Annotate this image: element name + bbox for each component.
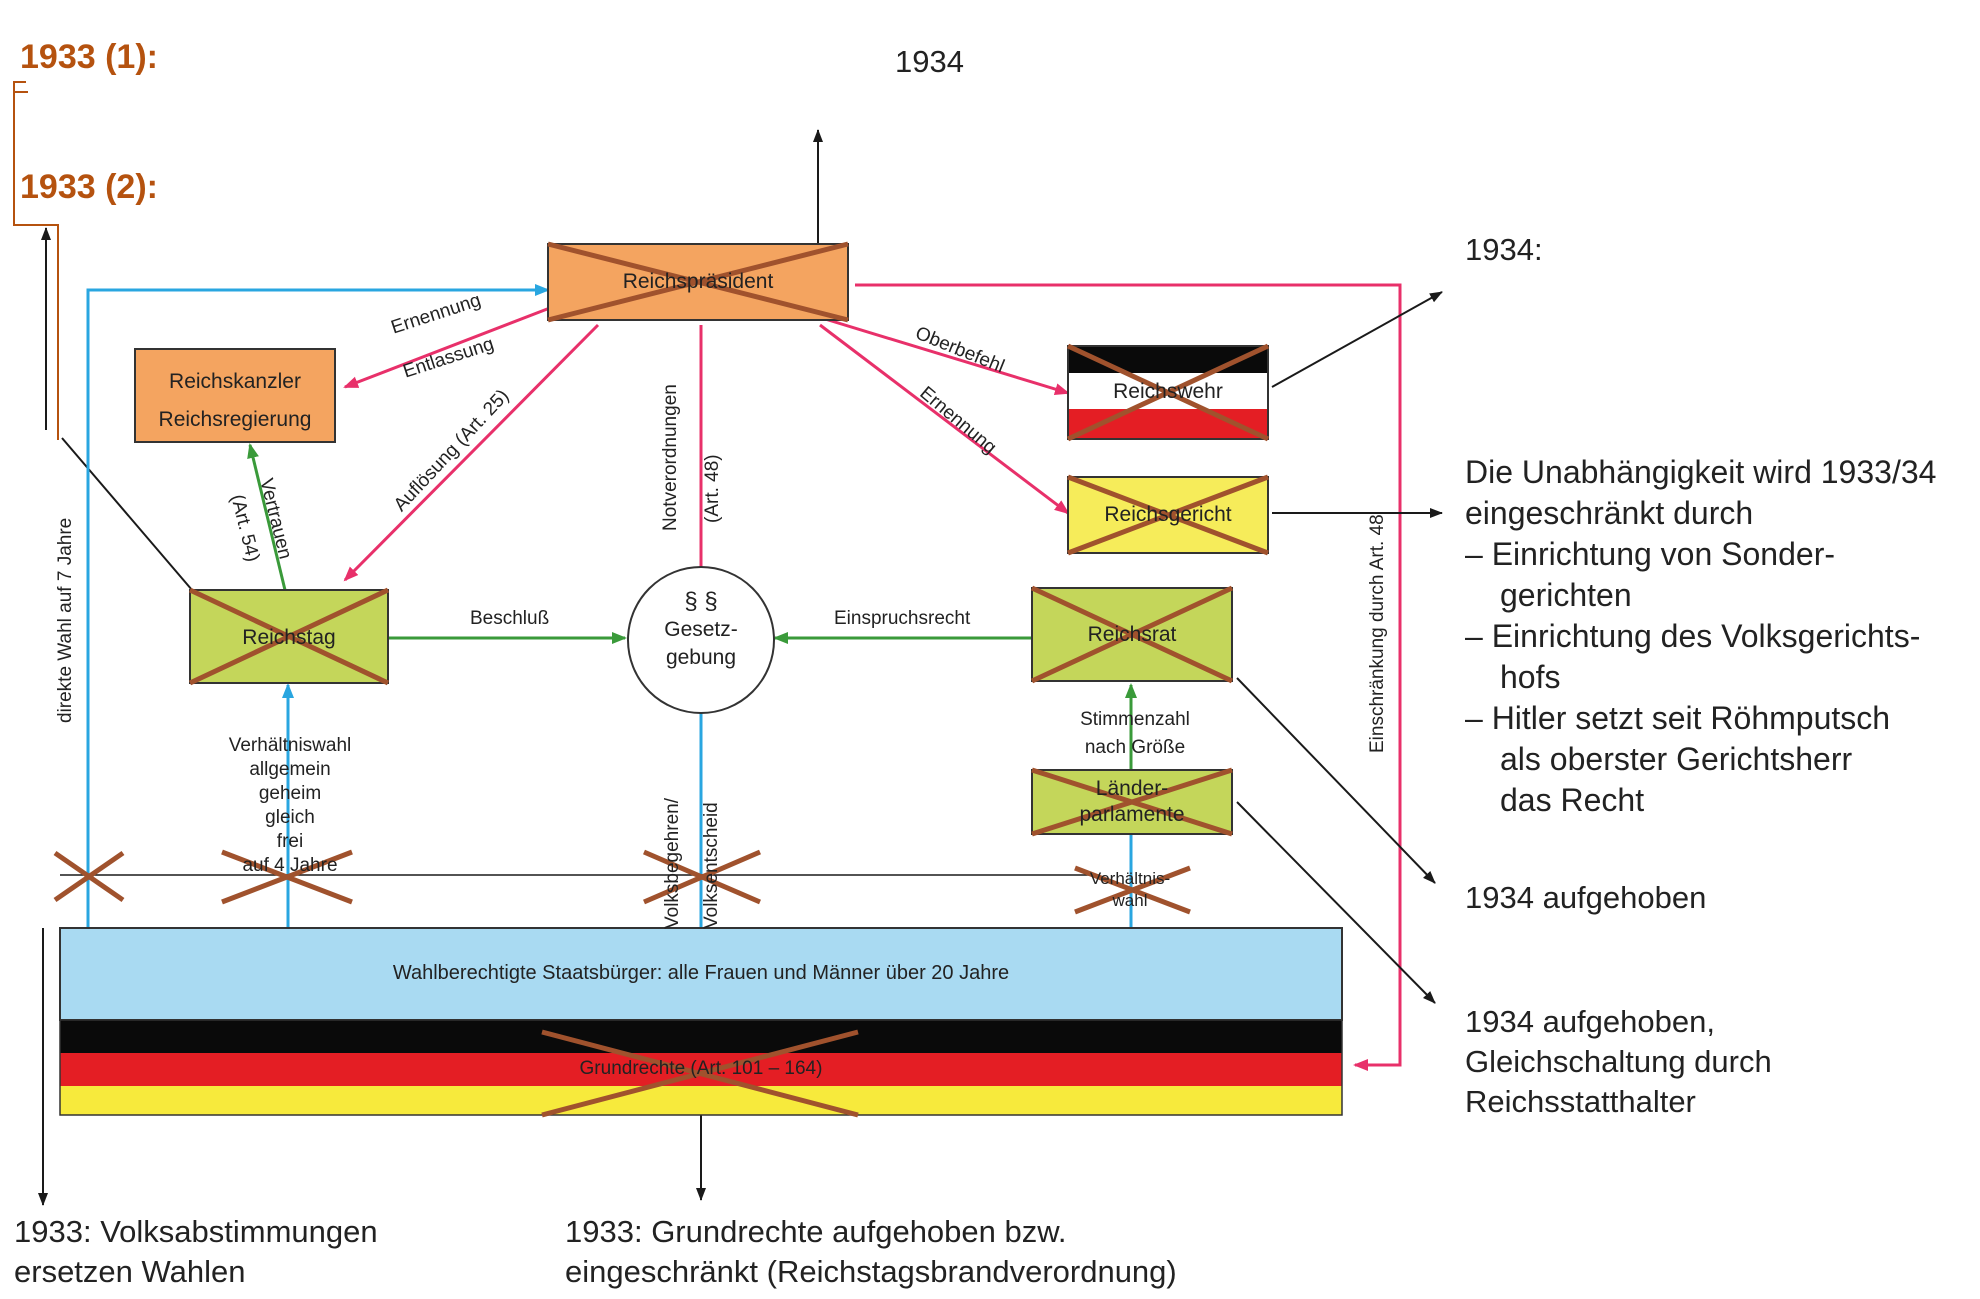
arrow-aufloesung [343,323,600,582]
note-laender: 1934 aufgehoben, Gleichschaltung durch R… [1465,1002,1772,1122]
arrow-oberbefehl [811,313,1070,395]
note-bottom-left-line: 1933: Volksabstimmungen [14,1214,378,1249]
note-judiciary-line: hofs [1500,659,1561,695]
cross-reichsgericht [1067,474,1269,556]
label-laender-line: Länder- [1095,777,1169,800]
note-judiciary-line: Die Unabhängigkeit wird 1933/34 [1465,454,1937,490]
note-judiciary-line: als oberster Gerichtsherr [1500,741,1853,777]
cross-laenderparlamente [1031,767,1233,837]
label-reichskanzler-line: Reichsregierung [158,408,312,431]
label-1933-2: 1933 (2): [20,168,158,206]
note-judiciary-line: das Recht [1500,782,1645,818]
arrow-laender-note [1236,801,1436,1004]
label-citizens: Wahlberechtigte Staatsbürger: alle Fraue… [392,962,1010,984]
note-judiciary: Die Unabhängigkeit wird 1933/34 eingesch… [1465,452,1936,821]
label-stimmenzahl-line: nach Größe [1084,737,1186,758]
note-judiciary-line: gerichten [1500,577,1632,613]
cross-reichstag [188,587,390,686]
cross-laender-election [1074,865,1191,915]
label-wahl-line: auf 4 Jahre [242,855,338,876]
label-einschraenkung: Einschränkung durch Art. 48 [1367,514,1388,753]
label-top-1934: 1934 [895,44,964,79]
note-judiciary-line: – Einrichtung von Sonder- [1465,536,1835,572]
note-judiciary-line: – Einrichtung des Volksgerichts- [1465,618,1921,654]
note-reichsrat: 1934 aufgehoben [1465,880,1707,915]
note-laender-line: 1934 aufgehoben, [1465,1004,1715,1039]
cross-reichstag-election [221,849,353,905]
label-laenderparlamente: Länder- parlamente [1032,776,1232,828]
label-reichswehr: Reichswehr [1113,380,1223,403]
cross-direct-election [53,850,125,903]
label-direkte-wahl: direkte Wahl auf 7 Jahre [55,517,76,723]
note-bottom-mid-line: 1933: Grundrechte aufgehoben bzw. [565,1214,1067,1249]
annotation-bracket-arrow [13,81,26,100]
bar-flag-gold [60,1086,1342,1115]
label-verhaeltniswahl-laender: Verhältnis- wahl [1080,868,1180,912]
bar-flag-black [60,1020,1342,1053]
label-reichsgericht: Reichsgericht [1104,503,1232,526]
arrow-reichswehr-1934 [1271,291,1443,388]
label-1933-1: 1933 (1): [20,38,158,76]
arrow-vertrauen [247,443,287,591]
label-reichskanzler-line: Reichskanzler [169,370,301,393]
label-art48: (Art. 48) [702,454,723,523]
label-grundrechte: Grundrechte (Art. 101 – 164) [579,1058,823,1079]
bar-flag-red [60,1053,1342,1086]
note-bottom-left-line: ersetzen Wahlen [14,1254,246,1289]
label-gesetzgebung-line: gebung [665,646,737,669]
label-volksentscheid: Volksentscheid [701,802,722,929]
bar-citizens [59,927,1343,1021]
annotation-bracket [13,91,59,440]
label-einspruchsrecht: Einspruchsrecht [834,608,971,629]
label-laender-line: parlamente [1079,803,1185,826]
cross-reichsrat [1030,585,1234,684]
box-reichswehr [1067,345,1269,440]
cross-volksbegehren [643,849,761,905]
circle-gesetzgebung [627,566,775,714]
crosses [53,241,1270,1118]
label-wahl-line: Verhältniswahl [228,735,352,756]
label-wahl-line: gleich [265,807,315,828]
label-reichskanzler: Reichskanzler Reichsregierung [135,363,335,439]
label-wahl-line: geheim [258,783,322,804]
label-wahl-line: frei [276,831,304,852]
label-reichspraesident: Reichspräsident [622,270,774,293]
label-reichstag: Reichstag [242,626,336,649]
cross-grundrechte [541,1029,859,1118]
note-judiciary-line: eingeschränkt durch [1465,495,1754,531]
line-einschraenkung [855,283,1402,1071]
line-reichstag-to-annotation [61,437,193,591]
label-wahl-line: allgemein [249,759,331,780]
box-reichskanzler [134,348,336,443]
note-bottom-mid-line: eingeschränkt (Reichstagsbrandverordnung… [565,1254,1177,1289]
note-judiciary-line: – Hitler setzt seit Röhmputsch [1465,700,1891,736]
note-bottom-left: 1933: Volksabstimmungen ersetzen Wahlen [14,1212,378,1292]
arrow-ernennung-gericht [819,323,1070,515]
label-laender-wahl-line: Verhältnis- [1089,869,1171,888]
cross-reichspraesident [547,241,849,323]
label-notverordnungen: Notverordnungen [660,384,681,531]
label-right-1934: 1934: [1465,232,1543,267]
bar-grundrechte-frame [59,1019,1343,1116]
note-laender-line: Gleichschaltung durch [1465,1044,1772,1079]
label-stimmenzahl-line: Stimmenzahl [1080,709,1190,730]
note-bottom-mid: 1933: Grundrechte aufgehoben bzw. einges… [565,1212,1177,1292]
label-beschluss: Beschluß [470,608,550,629]
note-laender-line: Reichsstatthalter [1465,1084,1696,1119]
arrow-ernennung-kanzler [343,304,556,389]
label-laender-wahl-line: wahl [1112,891,1148,910]
label-verhaeltniswahl: Verhältniswahl allgemein geheim gleich f… [210,734,370,878]
label-gesetzgebung: § § Gesetz- gebung [628,588,774,672]
label-stimmenzahl: Stimmenzahl nach Größe [1060,706,1210,762]
cross-reichswehr [1066,343,1270,442]
line-direct-election [86,284,550,930]
label-gesetzgebung-line: § § [684,588,718,615]
arrow-reichsrat-note [1236,677,1436,884]
label-reichsrat: Reichsrat [1087,623,1177,646]
label-gesetzgebung-line: Gesetz- [664,618,738,641]
label-volksbegehren: Volksbegehren/ [662,798,683,929]
